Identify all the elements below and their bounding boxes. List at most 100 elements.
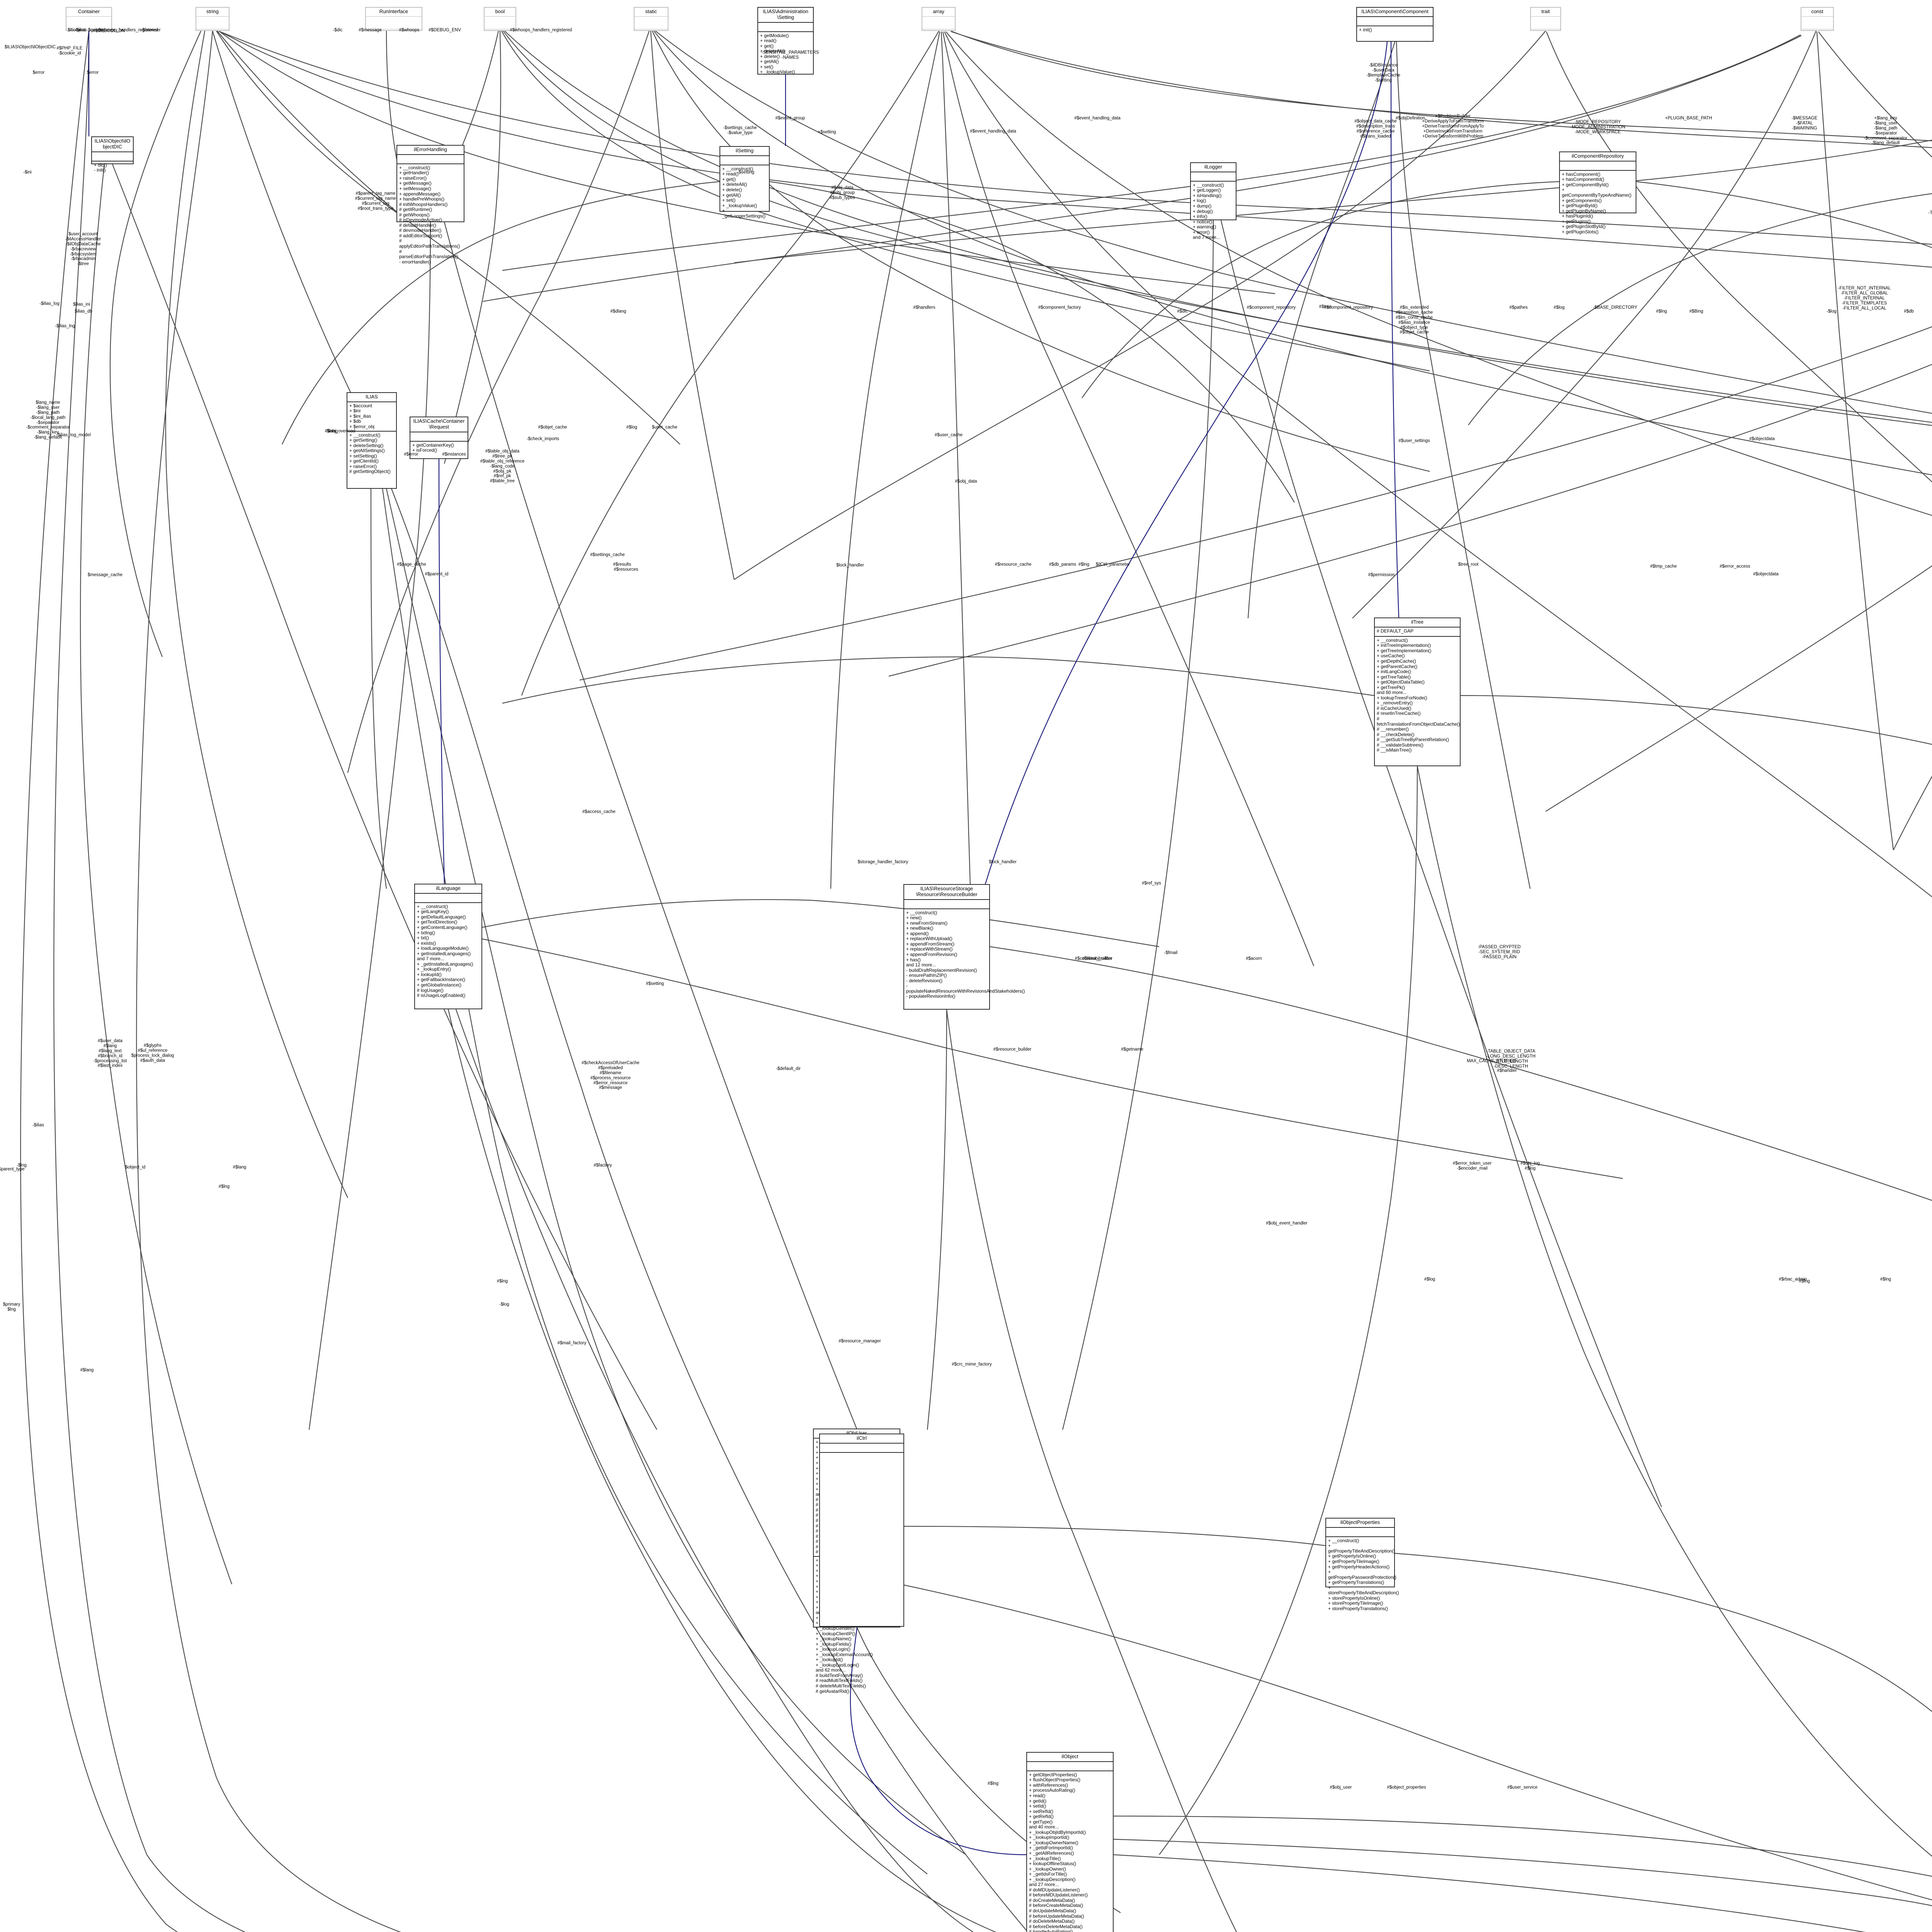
class-node-bool[interactable]: bool <box>484 7 516 31</box>
edge-label: $tree_root <box>1458 562 1479 567</box>
class-node-title: ilErrorHandling <box>397 146 464 155</box>
class-node-title: RunInterface <box>366 8 422 17</box>
edge-label: +PLUGIN_BASE_PATH <box>1665 116 1712 121</box>
edge-label: #$user_service <box>1507 1785 1537 1790</box>
edge-label: #$whoops <box>399 28 420 32</box>
edge-label: $user_cache <box>652 425 677 430</box>
edge-label: #$event_handling_data <box>1074 116 1121 121</box>
edge-label: #$objectdata <box>1749 437 1775 441</box>
edge-label: #$getname <box>1121 1047 1143 1052</box>
class-node-operations <box>1801 29 1833 37</box>
class-node-static[interactable]: static <box>634 7 668 31</box>
class-node-ilctrl[interactable]: ilCtrl <box>819 1434 904 1627</box>
class-node-ilsetting[interactable]: ilSetting+ __construct() + read() + get(… <box>719 146 770 219</box>
class-node-attributes: # DEFAULT_GAP <box>1375 628 1460 637</box>
edge-label: #$PHP_FILE -$cookie_id <box>56 46 83 56</box>
edge-label: #$db_params <box>1049 562 1077 567</box>
edge-label: $error <box>87 70 99 75</box>
class-node-array[interactable]: array <box>922 7 956 31</box>
class-node-title: ILIAS <box>347 393 396 402</box>
class-node-operations: + __construct() + read() + get() + delet… <box>722 166 766 219</box>
edge-label: -$ilias <box>32 1123 44 1128</box>
class-node-illogger[interactable]: ilLogger+ __construct() + getLogger() + … <box>1190 162 1236 240</box>
class-node-ilias_cache_container_request[interactable]: ILIAS\Cache\Container \Request+ getConta… <box>410 417 468 459</box>
edge-label: -FILTER_NOT_INTERNAL -FILTER_ALL_GLOBAL … <box>1838 286 1891 311</box>
class-node-const[interactable]: const <box>1801 7 1834 31</box>
class-node-operations: + init() <box>1359 27 1372 32</box>
class-node-ilias_component_component[interactable]: ILIAS\Component\Component+ init() <box>1356 7 1434 42</box>
class-node-operations: + getModule() + read() + get() + deleteA… <box>760 32 795 75</box>
class-node-container[interactable]: Container <box>66 7 112 31</box>
edge-label: #$parent_tag_name #$current_tag_name #$c… <box>355 191 396 211</box>
class-node-ilias[interactable]: ILIAS+ $account + $ini + $ini_ilias + $d… <box>347 392 397 489</box>
class-node-title: const <box>1801 8 1833 17</box>
edge-label: #$lang <box>233 1165 247 1170</box>
edge-label: #$user_cache <box>934 433 963 437</box>
edge-label: +$lang_key -$lang_user -$lang_path -$sep… <box>1864 116 1908 146</box>
class-node-title: ILIAS\ResourceStorage \Resource\Resource… <box>904 885 989 900</box>
class-node-trait[interactable]: trait <box>1530 7 1561 31</box>
edge-label: #$whoops_handlers_registered <box>510 28 572 32</box>
edge-label: #$handlers <box>913 305 935 310</box>
class-node-operations: + getContainerKey() + isForced() <box>412 442 454 453</box>
edge-label: #$lng <box>497 1279 508 1284</box>
edge-label: #$object_data_cache #$description_trans … <box>1354 119 1397 139</box>
edge-label: #$rbac_admin <box>1779 1277 1807 1282</box>
class-node-title: ilCtrl <box>820 1434 903 1444</box>
edge-label: $error <box>32 70 45 75</box>
class-node-operations <box>1531 29 1560 37</box>
class-node-title: Container <box>66 8 111 17</box>
edge-label: #$objet_cache <box>538 425 567 430</box>
edge-label: -TABLE_OBJECT_DATA -LONG_DESC_LENGTH -TI… <box>1486 1049 1536 1069</box>
edge-label: #$ref_sys <box>1142 881 1161 886</box>
edge-label: #$resource_manager <box>838 1339 881 1344</box>
class-node-ilias_resourcestorage_resource_resourcebuilder[interactable]: ILIAS\ResourceStorage \Resource\Resource… <box>903 884 1025 1010</box>
class-node-ilobject[interactable]: ilObject+ getObjectProperties() + flushO… <box>1026 1752 1114 1932</box>
edge-label: -$ilias_lng <box>55 324 75 328</box>
class-node-ilias_administration_setting[interactable]: ILIAS\Administration \Setting+ getModule… <box>757 7 814 75</box>
edge-label: #$checkAccessOfUserCache #$preloaded #$f… <box>582 1061 639 1090</box>
edge-label: #$factory <box>594 1163 612 1168</box>
class-node-attributes <box>1191 172 1236 182</box>
class-node-runinterface[interactable]: RunInterface <box>365 7 422 31</box>
edge-label: #$lng <box>1656 309 1667 314</box>
class-node-operations: + __construct() + initTreeImplementation… <box>1377 637 1460 753</box>
class-node-title: ilObject <box>1027 1753 1113 1762</box>
class-node-ilcomponentrepository[interactable]: ilComponentRepository+ hasComponent() + … <box>1559 151 1636 235</box>
edge-label: #$event_handling_data <box>970 129 1016 134</box>
edge-label: $object_id <box>125 1165 146 1170</box>
class-node-ilobjectproperties[interactable]: ilObjectProperties+ __construct() + getP… <box>1325 1518 1399 1611</box>
class-node-attributes <box>397 155 464 164</box>
class-node-attributes <box>410 432 468 442</box>
edge-label: #$lng <box>218 1184 230 1189</box>
class-node-attributes <box>1357 17 1433 26</box>
edge-label: #$obj_log #$log <box>1520 1161 1540 1171</box>
edge-label: -$ilias_log_model <box>56 433 91 437</box>
class-node-attributes: + $account + $ini + $ini_ilias + $db + $… <box>347 402 396 432</box>
edge-label: #$Bing <box>1689 309 1703 314</box>
edge-label: #$permission <box>1368 573 1395 577</box>
edge-label: +$setting <box>818 130 836 134</box>
class-node-illanguage[interactable]: ilLanguage+ __construct() + getLangKey()… <box>414 884 482 1009</box>
edge-label: #$pathes <box>1509 305 1528 310</box>
edge-label: -$MESSAGE -$FATAL -$WARNING <box>1791 116 1818 131</box>
class-node-string[interactable]: string <box>196 7 230 31</box>
class-node-ilerrorhandling[interactable]: ilErrorHandling+ __construct() + getHand… <box>396 145 464 264</box>
class-node-attributes <box>720 156 769 165</box>
class-node-operations: + __construct() + getPropertyTitleAndDes… <box>1328 1537 1399 1611</box>
edge-label: #$lng <box>987 1781 999 1786</box>
class-node-operations: + dic() - init() <box>94 162 107 173</box>
class-node-attributes <box>1027 1762 1113 1771</box>
class-node-operations: + __construct() + getLogger() + isHandli… <box>1193 182 1224 240</box>
class-node-title: string <box>196 8 229 17</box>
edge-label: -$log <box>499 1302 509 1307</box>
edge-label: $ilias_db <box>75 309 92 314</box>
class-node-iltree[interactable]: ilTree# DEFAULT_GAP+ __construct() + ini… <box>1374 617 1461 766</box>
edge-label: -$default_dir <box>776 1066 801 1071</box>
class-node-attributes <box>485 17 515 29</box>
class-node-ilias_object_ilobjectdic[interactable]: ILIAS\Object\ilObjectDIC+ dic() - init() <box>91 136 134 173</box>
edge-label: -$check_imports <box>526 437 560 441</box>
edge-label: #$component_factory <box>1038 305 1081 310</box>
class-node-attributes <box>820 1444 903 1453</box>
edge-label: MAX_CACHE_ENTRIES <box>1467 1059 1516 1063</box>
